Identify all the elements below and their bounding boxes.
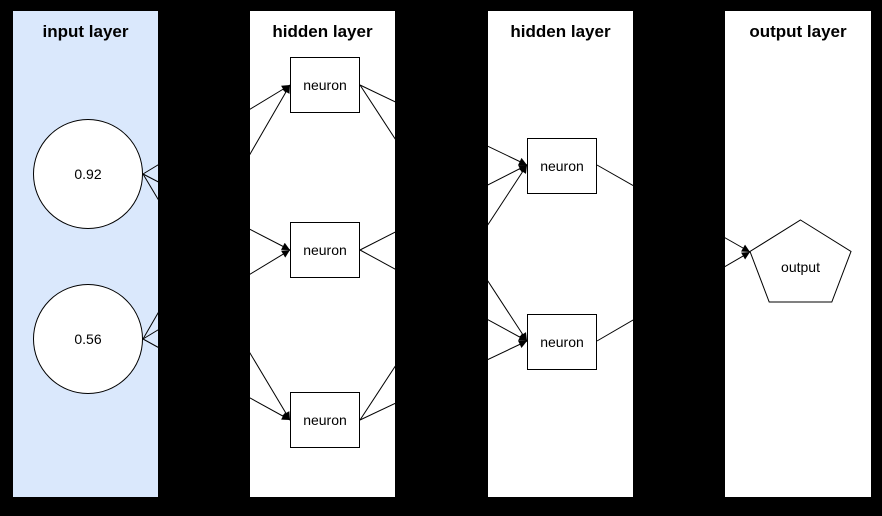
output-node-label: output bbox=[781, 259, 820, 275]
input-layer-title: input layer bbox=[42, 22, 129, 41]
hidden1-neuron-3: neuron bbox=[290, 392, 360, 448]
panel-input-layer: input layer 0.92 0.56 bbox=[13, 11, 158, 497]
hidden-layer-1-title: hidden layer bbox=[272, 22, 373, 41]
hidden2-neuron-2: neuron bbox=[527, 314, 597, 370]
pentagon-shape bbox=[749, 219, 852, 303]
hidden2-neuron-1-label: neuron bbox=[540, 158, 584, 174]
input-node-2-label: 0.56 bbox=[74, 331, 102, 347]
hidden1-neuron-1-label: neuron bbox=[303, 77, 347, 93]
output-layer-title: output layer bbox=[749, 22, 847, 41]
hidden1-neuron-3-label: neuron bbox=[303, 412, 347, 428]
panel-hidden-layer-2: hidden layer neuron neuron bbox=[488, 11, 633, 497]
hidden1-neuron-2: neuron bbox=[290, 222, 360, 278]
input-node-1-label: 0.92 bbox=[74, 166, 102, 182]
hidden2-neuron-2-label: neuron bbox=[540, 334, 584, 350]
input-node-1: 0.92 bbox=[33, 119, 143, 229]
hidden-layer-2-title: hidden layer bbox=[510, 22, 611, 41]
hidden1-neuron-2-label: neuron bbox=[303, 242, 347, 258]
input-node-2: 0.56 bbox=[33, 284, 143, 394]
hidden1-neuron-1: neuron bbox=[290, 57, 360, 113]
hidden2-neuron-1: neuron bbox=[527, 138, 597, 194]
panel-hidden-layer-1: hidden layer neuron neuron neuron bbox=[250, 11, 395, 497]
output-node bbox=[749, 219, 852, 303]
